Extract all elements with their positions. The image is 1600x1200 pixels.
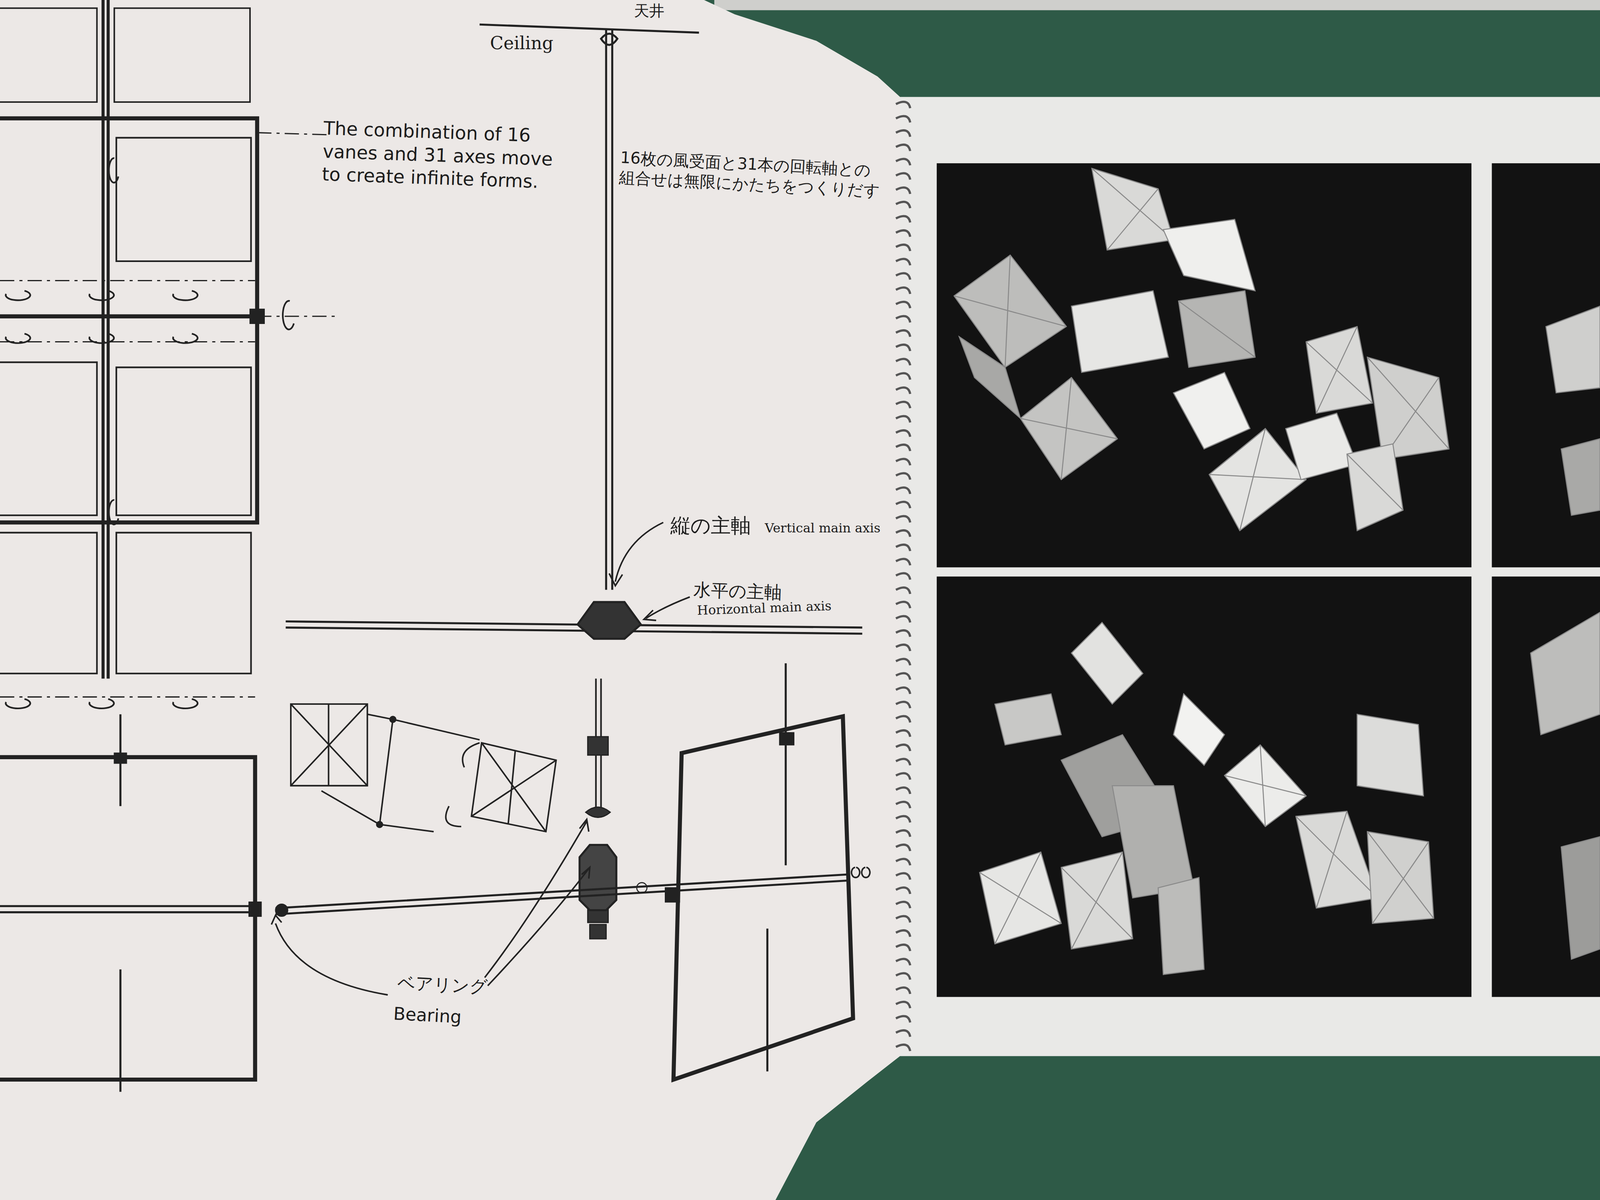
vane (1061, 852, 1133, 949)
ceiling-label: Ceiling (490, 32, 554, 54)
vane (1173, 694, 1225, 766)
vane (1092, 168, 1174, 250)
arrow-head (609, 573, 623, 586)
photo-frame (936, 163, 1472, 568)
bearing-block (779, 732, 794, 746)
spiral-binding (896, 101, 911, 1051)
part-label-ja: ベアリング (396, 971, 488, 998)
vane (1561, 836, 1600, 960)
assembly-arrow (445, 742, 480, 827)
hub (579, 844, 617, 910)
hub (577, 602, 641, 639)
vane (979, 852, 1062, 944)
vane-outline (0, 8, 250, 102)
bearing-block (114, 753, 127, 764)
right-page (900, 96, 1600, 1056)
note-text: The combination of 16 vanes and 31 axes … (321, 116, 572, 195)
horizontal-axis-part (275, 874, 848, 914)
ceiling-line (479, 24, 699, 33)
frame-bar (673, 716, 854, 1080)
vane (1178, 290, 1255, 368)
ceiling-label-ja: 天井 (634, 1, 665, 21)
vane-outline (0, 137, 252, 674)
vane-grid-sketch (0, 0, 337, 709)
vertical-main-axis (606, 28, 612, 590)
joint-dot (389, 716, 396, 723)
bearing-part (636, 882, 648, 894)
bearing-block (248, 902, 262, 917)
vane (1357, 714, 1424, 796)
leader-line (646, 596, 690, 619)
center-axis (103, 0, 109, 679)
paper-strip (714, 0, 1600, 11)
vane (1224, 744, 1306, 827)
vane-axis (767, 663, 786, 1072)
mobile-sketch (285, 24, 862, 639)
vane-photo (954, 168, 1600, 975)
exploded-sketch (271, 663, 870, 1080)
bearing-block (665, 887, 680, 902)
bearing-block (250, 309, 265, 324)
vane (1367, 357, 1449, 460)
vane (1546, 306, 1600, 393)
bearing-part (851, 867, 870, 878)
vane-sketch (290, 704, 368, 786)
vane (1561, 438, 1600, 516)
vane (1173, 372, 1250, 449)
part-label: Bearing (392, 1002, 462, 1028)
vane (1367, 831, 1434, 924)
leader-line (271, 819, 590, 995)
photo-frame (936, 576, 1472, 997)
photo-frame (1492, 163, 1600, 568)
ceiling-knot (601, 33, 618, 45)
vane (1071, 290, 1169, 373)
rotation-arrow (5, 158, 294, 709)
vane (994, 694, 1062, 746)
frame-bar (0, 118, 258, 523)
dash-axis (0, 132, 337, 698)
horizontal-main-axis (285, 621, 862, 634)
vane (1158, 877, 1204, 975)
vane (1285, 413, 1358, 480)
joint-dot (376, 821, 383, 828)
vane (1530, 612, 1600, 735)
vane (1346, 444, 1403, 531)
vane (1163, 219, 1256, 291)
photo-frame (1492, 576, 1600, 997)
frame-sketch (0, 714, 262, 1092)
bearing-part (275, 904, 288, 917)
frame-bar (0, 757, 256, 1080)
vane (959, 336, 1021, 419)
leader-line (615, 522, 664, 582)
vane-axis (119, 714, 122, 1092)
left-page (0, 0, 900, 1200)
axis-label-ja: 縦の主軸 (670, 513, 751, 539)
axis-label: Vertical main axis (764, 520, 881, 536)
vane (1020, 377, 1118, 480)
vane (1071, 622, 1144, 704)
vane (1306, 326, 1373, 414)
vane (1296, 811, 1378, 908)
frame-axis (0, 906, 256, 912)
vane-sketch (471, 742, 557, 832)
vane-frame-sketch (321, 714, 480, 832)
arrow-head (644, 610, 657, 621)
